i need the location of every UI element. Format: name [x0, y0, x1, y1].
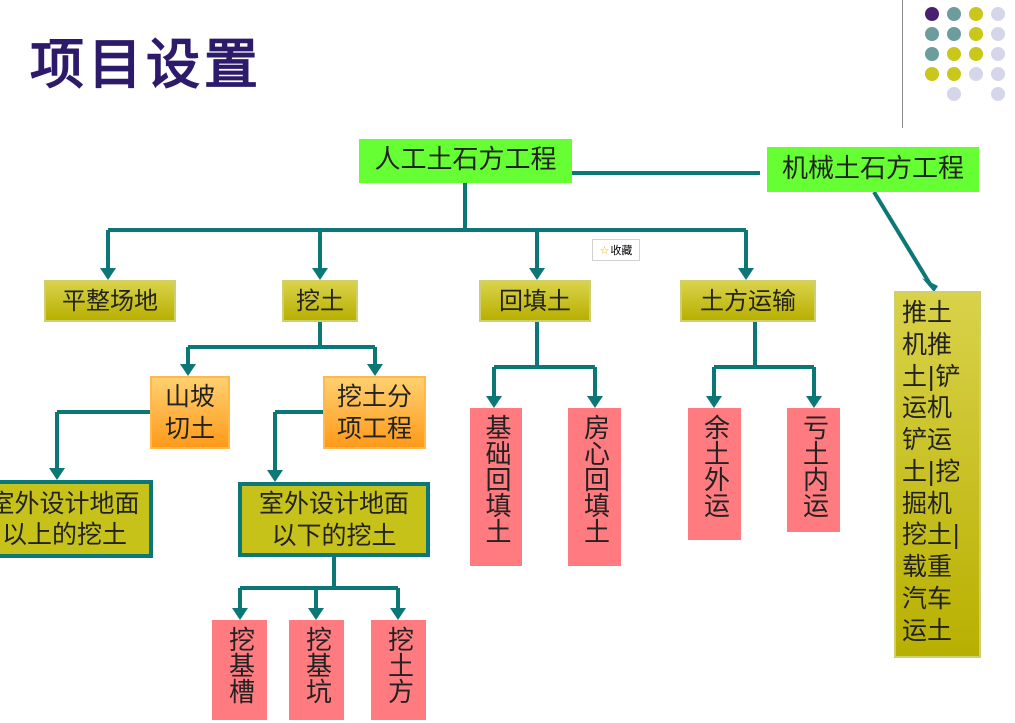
node-above-ground-excavation: 室外设计地面以上的挖土 — [0, 480, 153, 558]
decor-dot — [947, 87, 961, 101]
decor-dot — [925, 47, 939, 61]
decor-dot — [925, 27, 939, 41]
decor-dot — [947, 27, 961, 41]
node-room-backfill: 房心回填土 — [568, 408, 621, 566]
decor-dot — [991, 67, 1005, 81]
favorite-button[interactable]: ☆ 收藏 — [592, 239, 640, 261]
node-surplus-soil-out: 余土外运 — [688, 408, 741, 540]
node-pit: 挖基坑 — [289, 620, 344, 720]
node-backfill: 回填土 — [479, 280, 591, 322]
node-foundation-backfill: 基础回填土 — [470, 408, 522, 566]
decor-dot — [991, 7, 1005, 21]
page-title: 项目设置 — [30, 32, 262, 96]
node-below-ground-excavation: 室外设计地面以下的挖土 — [238, 482, 430, 557]
node-manual-earthwork: 人工土石方工程 — [359, 139, 572, 183]
node-sub-excavation: 挖土分项工程 — [323, 376, 426, 449]
decor-dot — [991, 47, 1005, 61]
decor-dot — [991, 87, 1005, 101]
node-slope-cut: 山坡切土 — [150, 376, 230, 449]
node-site-leveling: 平整场地 — [44, 280, 176, 322]
decor-dot — [925, 7, 939, 21]
decor-dot — [969, 7, 983, 21]
star-icon: ☆ — [599, 243, 610, 257]
node-transport: 土方运输 — [680, 280, 816, 322]
decor-dot — [947, 7, 961, 21]
node-mechanical-detail: 推土机推土|铲运机铲运土|挖掘机挖土|载重汽车运土 — [894, 291, 981, 658]
decor-divider — [902, 0, 903, 128]
node-mechanical-earthwork: 机械土石方工程 — [767, 147, 979, 192]
decor-dot — [969, 47, 983, 61]
decor-dot — [947, 67, 961, 81]
decor-dot — [925, 67, 939, 81]
node-trench: 挖基槽 — [212, 620, 267, 720]
decor-dot — [969, 67, 983, 81]
decor-dot — [991, 27, 1005, 41]
node-excavation: 挖土 — [282, 280, 358, 322]
favorite-label: 收藏 — [610, 244, 633, 257]
node-earthwork: 挖土方 — [371, 620, 426, 720]
node-deficit-soil-in: 亏土内运 — [787, 408, 840, 532]
decor-dot — [947, 47, 961, 61]
decor-dot — [969, 27, 983, 41]
